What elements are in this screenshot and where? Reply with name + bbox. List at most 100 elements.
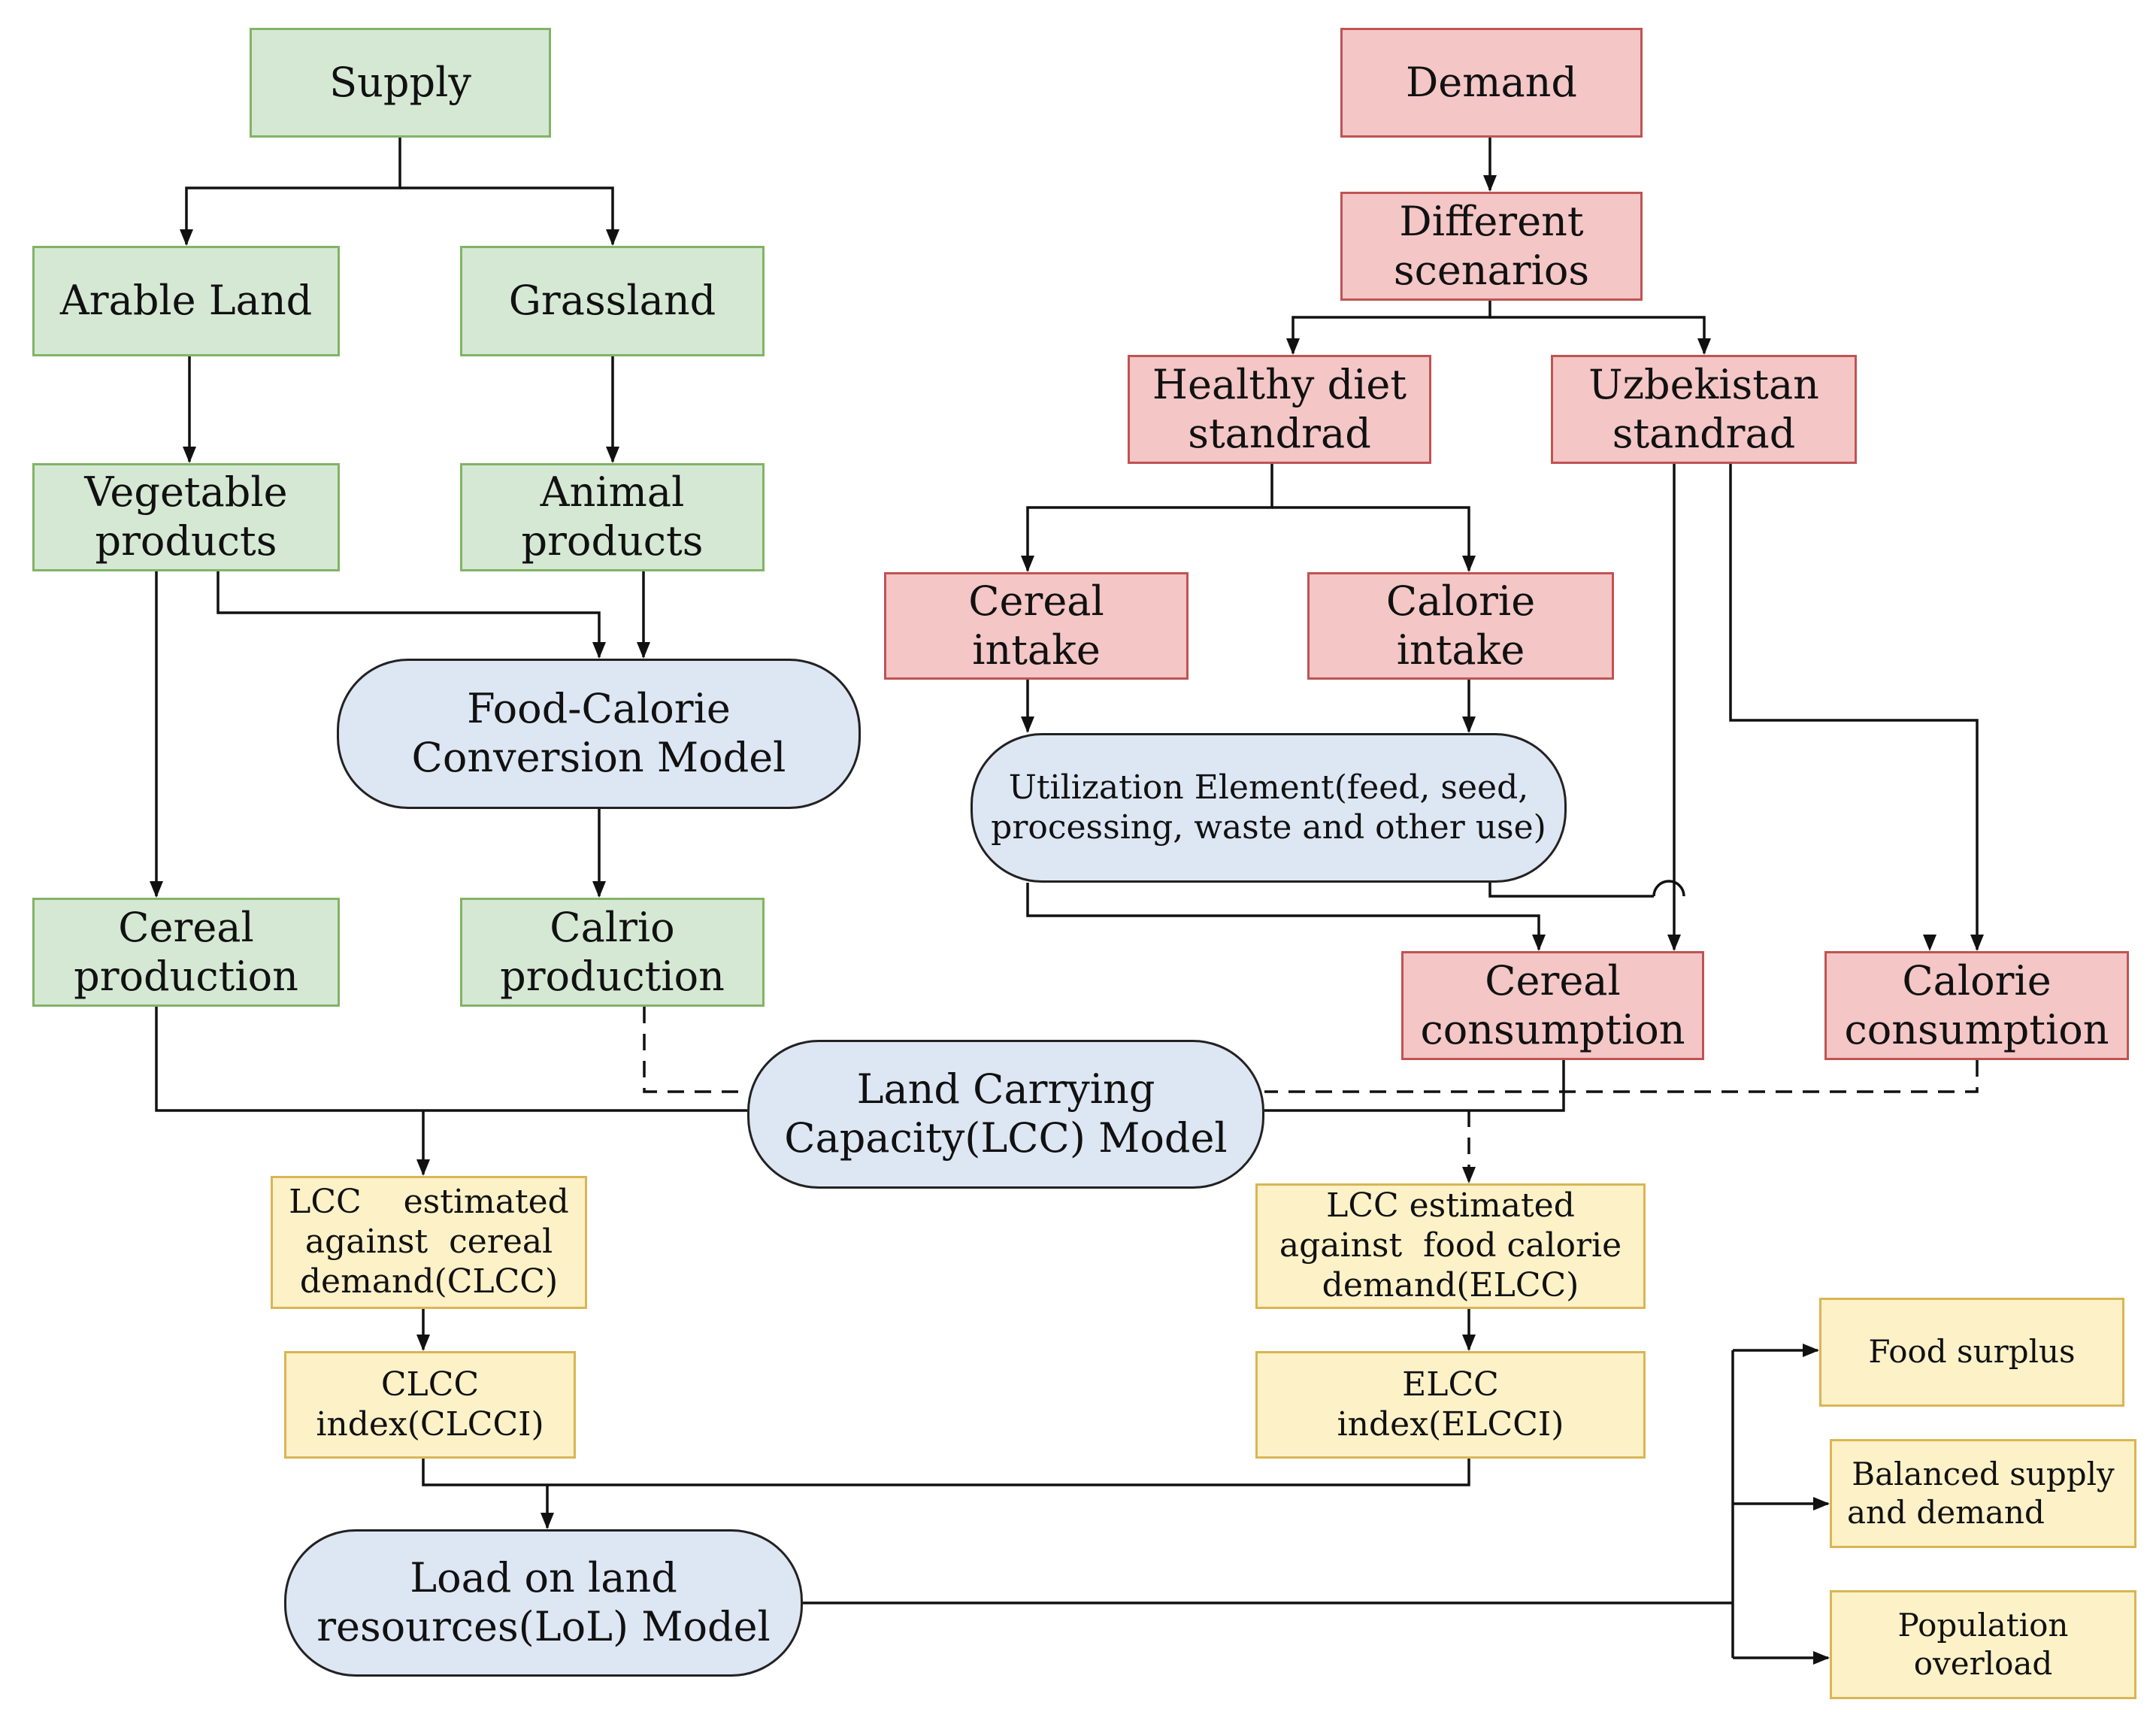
arrowhead [150,881,163,898]
food-calorie-model-box: Food-Calorie Conversion Model [337,659,861,809]
cereal-consumption-box: Cereal consumption [1401,951,1704,1060]
healthy-diet-line-2: standrad [1188,409,1371,457]
elcc-line-3: demand(ELCC) [1322,1265,1579,1304]
connector-vegetable-foodcal [217,571,601,657]
supply-box: Supply [250,28,551,138]
lol-model-line-1: Load on land [410,1554,677,1602]
healthy-diet-box: Healthy diet standrad [1128,355,1431,464]
arable-land-box: Arable Land [32,246,340,356]
arrowhead [1532,935,1546,951]
calrio-production-box: Calrio production [460,898,765,1007]
arrowhead [1697,338,1711,355]
uzbekistan-line-1: Uzbekistan [1588,360,1819,408]
arrowhead [637,642,650,659]
cereal-production-box: Cereal production [32,898,340,1007]
arrowhead [1483,175,1497,192]
lol-model-box: Load on land resources(LoL) Model [284,1529,803,1677]
connector-scenarios-uzbekistan [1490,316,1706,353]
arrowhead [1462,556,1476,572]
cereal-intake-line-2: intake [972,626,1101,674]
vegetable-products-box: Vegetable products [32,463,340,571]
connector-supply-grassland [400,186,614,244]
animal-products-line-1: Animal [540,468,685,517]
demand-label: Demand [1406,58,1577,106]
cereal-consumption-line-1: Cereal [1485,956,1621,1004]
elcc-box: LCC estimated against food calorie deman… [1255,1183,1646,1309]
lcc-model-line-2: Capacity(LCC) Model [784,1114,1228,1162]
elcc-index-line-1: ELCC [1402,1365,1499,1404]
clcc-index-line-2: index(CLCCI) [316,1404,544,1444]
animal-products-line-2: products [521,517,704,565]
arrowhead [1021,717,1034,733]
clcc-line-1: LCC estimated [289,1183,569,1222]
connector-util-cereal-consumption [1026,883,1540,950]
cereal-production-line-1: Cereal [118,903,254,951]
calorie-intake-line-2: intake [1396,626,1525,674]
arrowhead [541,1513,554,1529]
calrio-production-line-2: production [500,952,725,1000]
connector-healthy-split [1026,464,1273,571]
arrowhead [1923,935,1936,951]
calorie-intake-box: Calorie intake [1307,572,1614,680]
uzbekistan-line-2: standrad [1612,409,1796,457]
balanced-supply-line-2: and demand [1847,1493,2045,1531]
elcc-line-2: against food calorie [1279,1226,1622,1265]
arrowhead [416,1159,430,1176]
balanced-supply-line-1: Balanced supply [1852,1456,2115,1493]
elcc-index-box: ELCC index(ELCCI) [1255,1351,1646,1459]
different-scenarios-box: Different scenarios [1340,192,1643,301]
arable-land-label: Arable Land [59,277,313,325]
connector-supply-split [185,138,401,244]
connector-hop-arc [1652,880,1685,897]
arrowhead [1462,1167,1476,1183]
arrowhead [416,1335,430,1351]
utilization-element-line-2: processing, waste and other use) [991,807,1546,847]
cereal-production-line-2: production [74,952,298,1000]
healthy-diet-line-1: Healthy diet [1152,360,1407,408]
lcc-model-line-1: Land Carrying [856,1065,1155,1113]
clcc-index-line-1: CLCC [380,1365,480,1404]
cereal-intake-line-1: Cereal [968,577,1104,625]
clcc-line-2: against cereal [304,1223,553,1262]
food-calorie-model-line-1: Food-Calorie [467,685,731,733]
food-surplus-label: Food surplus [1868,1333,2076,1371]
lcc-model-box: Land Carrying Capacity(LCC) Model [747,1040,1264,1189]
arrowhead [592,642,606,659]
population-overload-line-1: Population [1897,1607,2069,1644]
connector-cereal-consumption-lcc [1264,1060,1565,1112]
calorie-consumption-box: Calorie consumption [1824,951,2129,1060]
arrowhead [1803,1344,1819,1357]
clcc-line-3: demand(CLCC) [299,1262,559,1301]
different-scenarios-line-1: Different [1399,197,1584,245]
connector-scenarios-split [1291,301,1491,353]
arrowhead [1813,1651,1830,1665]
arrowhead [1813,1497,1830,1510]
arrowhead [1970,935,1984,951]
calrio-production-line-1: Calrio [550,903,675,951]
connector-util-calorie-consumption [1488,883,1654,898]
lol-model-line-2: resources(LoL) Model [316,1603,771,1650]
population-overload-box: Population overload [1830,1590,2136,1699]
arrowhead [606,447,619,463]
cereal-intake-box: Cereal intake [884,572,1189,680]
utilization-element-box: Utilization Element(feed, seed, processi… [971,733,1567,883]
uzbekistan-box: Uzbekistan standrad [1551,355,1857,464]
arrowhead [1021,556,1034,572]
arrowhead [1462,717,1476,733]
arrowhead [1462,1335,1476,1351]
connector-calrio-lcc-dashed [643,1007,747,1093]
different-scenarios-line-2: scenarios [1393,246,1590,294]
food-calorie-model-line-2: Conversion Model [411,734,786,781]
connector-cereal-production-lcc [155,1007,747,1112]
connector-uzbekistan-calorie-consumption [1729,464,1979,950]
calorie-consumption-line-1: Calorie [1902,956,2052,1004]
utilization-element-line-1: Utilization Element(feed, seed, [1008,768,1529,807]
cereal-consumption-line-2: consumption [1420,1005,1685,1053]
population-overload-line-2: overload [1913,1644,2053,1682]
clcc-index-box: CLCC index(CLCCI) [284,1351,576,1459]
supply-label: Supply [329,58,471,106]
calorie-consumption-line-2: consumption [1844,1005,2109,1053]
grassland-label: Grassland [508,277,716,325]
arrowhead [180,229,193,246]
